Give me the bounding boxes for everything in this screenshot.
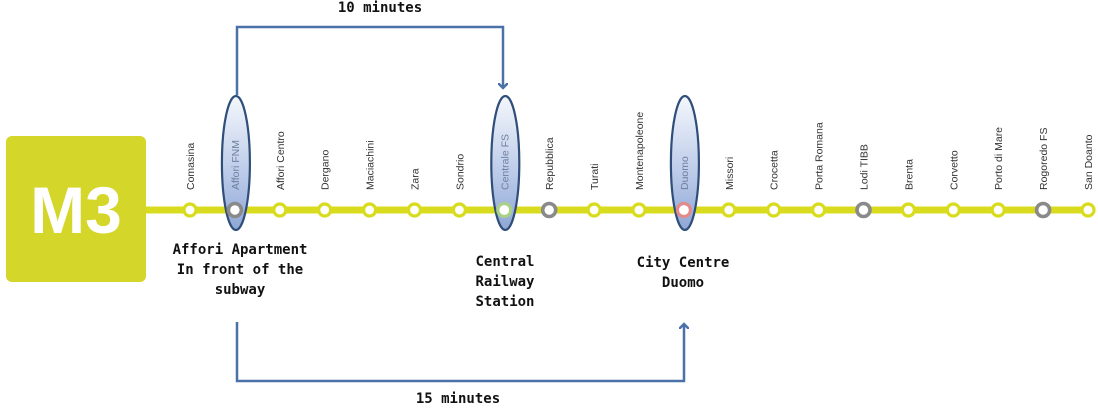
station-marker-montenapoleone	[631, 202, 647, 218]
station-marker-affori-centro	[272, 202, 288, 218]
line-logo-text: M3	[30, 173, 122, 247]
station-markers	[182, 201, 1096, 219]
station-label-brenta: Brenta	[903, 159, 915, 190]
annotation-affori-line-2: In front of the	[176, 262, 304, 278]
station-label-repubblica: Repubblica	[544, 137, 556, 190]
station-label-lodi-tibb: Lodi TIBB	[859, 144, 871, 190]
station-marker-comasina	[182, 202, 198, 218]
highlight-ovals	[220, 94, 701, 232]
annotation-duomo: City Centre Duomo	[608, 253, 758, 293]
station-labels: Comasina Affori FNM Affori Centro Dergano Ma…	[185, 112, 1095, 190]
highlight-oval-centrale-fs	[490, 94, 521, 232]
station-label-centrale-fs: Centrale FS	[499, 134, 511, 190]
station-marker-corvetto	[945, 202, 961, 218]
station-label-porta-romana: Porta Romana	[814, 122, 826, 190]
station-marker-dergano	[317, 202, 333, 218]
station-marker-san-doanto	[1080, 202, 1096, 218]
station-marker-brenta	[900, 202, 917, 218]
annotation-affori-line-1: Affori Apartment	[172, 242, 308, 258]
annotation-central-line-3: Station	[475, 294, 535, 310]
annotation-affori: Affori Apartment In front of the subway	[140, 240, 340, 300]
station-marker-rogoredo-fs	[1034, 201, 1052, 219]
station-label-montenapoleone: Montenapoleone	[634, 112, 646, 190]
station-label-crocetta: Crocetta	[769, 150, 781, 190]
route-arrow-10-minutes	[235, 25, 503, 95]
station-label-porto-di-mare: Porto di Mare	[993, 127, 1005, 190]
station-marker-lodi-tibb	[855, 201, 872, 219]
station-label-sondrio: Sondrio	[454, 154, 466, 190]
station-marker-centrale-fs	[496, 201, 513, 219]
station-label-rogoredo-fs: Rogoredo FS	[1038, 128, 1050, 190]
station-label-affori-centro: Affori Centro	[275, 131, 287, 190]
station-marker-missori	[721, 202, 737, 218]
station-label-zara: Zara	[410, 168, 422, 190]
station-marker-sondrio	[451, 202, 467, 218]
highlight-oval-duomo	[669, 94, 701, 232]
station-marker-maciachini	[362, 202, 378, 218]
route-time-bottom: 15 minutes	[415, 391, 501, 407]
station-label-dergano: Dergano	[320, 150, 332, 190]
annotation-duomo-line-1: City Centre	[636, 255, 730, 271]
station-label-maciachini: Maciachini	[365, 140, 377, 190]
station-label-corvetto: Corvetto	[948, 150, 960, 190]
annotation-central-line-1: Central	[475, 254, 535, 270]
station-label-turati: Turati	[589, 164, 601, 190]
station-marker-turati	[586, 202, 602, 218]
line-logo-background	[6, 136, 146, 282]
route-arrow-15-minutes	[235, 322, 684, 383]
annotation-central-line-2: Railway	[475, 274, 535, 290]
annotation-affori-line-3: subway	[214, 282, 266, 298]
station-marker-duomo	[675, 201, 693, 219]
station-marker-zara	[406, 202, 423, 218]
station-marker-porta-romana	[810, 202, 827, 218]
station-label-comasina: Comasina	[185, 143, 197, 190]
highlight-oval-affori-fnm	[220, 94, 251, 232]
station-label-duomo: Duomo	[679, 156, 691, 190]
station-marker-affori-fnm	[226, 201, 244, 219]
station-label-missori: Missori	[724, 157, 736, 190]
station-marker-porto-di-mare	[990, 202, 1006, 218]
station-label-affori-fnm: Affori FNM	[230, 140, 242, 190]
station-label-san-doanto: San Doanto	[1083, 134, 1095, 190]
annotation-central-station: Central Railway Station	[445, 252, 565, 312]
annotation-duomo-line-2: Duomo	[661, 275, 705, 291]
route-time-top: 10 minutes	[337, 0, 423, 16]
station-marker-repubblica	[540, 201, 558, 219]
station-marker-crocetta	[766, 202, 782, 218]
